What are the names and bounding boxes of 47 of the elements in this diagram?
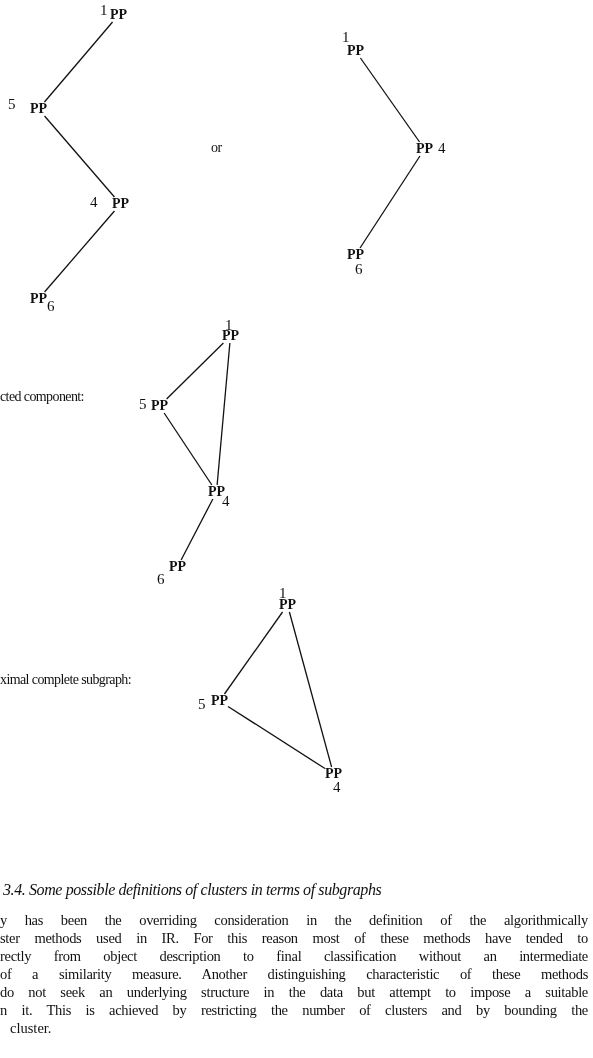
vertex-marker: PP bbox=[416, 142, 434, 156]
figure-caption: 3.4. Some possible definitions of clusters in terms of subgraphs bbox=[3, 880, 382, 901]
graph-edge bbox=[216, 342, 231, 486]
vertex-number: 4 bbox=[333, 780, 341, 795]
vertex-marker: PP bbox=[151, 399, 169, 413]
body-text-line: cluster. bbox=[9, 1019, 52, 1037]
body-text-line: of a similarity measure. Another distinguishing characteristic of these methods bbox=[0, 965, 588, 983]
vertex-marker: PP bbox=[347, 44, 365, 58]
graph-edge bbox=[288, 611, 333, 768]
definition-label: cted component: bbox=[0, 390, 84, 404]
graph-edge bbox=[43, 21, 114, 103]
graph-edge bbox=[43, 115, 116, 198]
graph-edge bbox=[223, 611, 284, 695]
connective-text: or bbox=[211, 141, 222, 155]
vertex-marker: PP bbox=[347, 248, 365, 262]
graph-edge bbox=[180, 498, 214, 561]
vertex-number: 4 bbox=[90, 195, 98, 210]
vertex-marker: PP bbox=[222, 329, 240, 343]
vertex-marker: PP bbox=[110, 8, 128, 22]
vertex-number: 6 bbox=[157, 572, 165, 587]
vertex-number: 6 bbox=[47, 299, 55, 314]
vertex-number: 4 bbox=[438, 141, 446, 156]
vertex-number: 5 bbox=[198, 697, 206, 712]
vertex-marker: PP bbox=[211, 694, 229, 708]
graph-edge bbox=[359, 155, 421, 249]
body-text-line: rectly from object description to final classification without an intermediate bbox=[0, 947, 588, 965]
vertex-marker: PP bbox=[112, 197, 130, 211]
vertex-number: 1 bbox=[100, 3, 108, 18]
graph-edge bbox=[43, 210, 116, 293]
vertex-number: 1 bbox=[342, 30, 350, 45]
vertex-number: 5 bbox=[8, 97, 16, 112]
vertex-marker: PP bbox=[169, 560, 187, 574]
body-text-line: ster methods used in IR. For this reason most of these methods have tended to bbox=[0, 929, 588, 947]
graph-edge bbox=[227, 705, 326, 770]
body-text-line: n it. This is achieved by restricting the number of clusters and by bounding the bbox=[0, 1001, 588, 1019]
vertex-marker: PP bbox=[279, 598, 297, 612]
definition-label: ximal complete subgraph: bbox=[0, 673, 131, 687]
vertex-marker: PP bbox=[325, 767, 343, 781]
vertex-number: 6 bbox=[355, 262, 363, 277]
body-text-line: do not seek an underlying structure in the data but attempt to impose a suitable bbox=[0, 983, 588, 1001]
vertex-marker: PP bbox=[30, 292, 48, 306]
vertex-marker: PP bbox=[30, 102, 48, 116]
graph-edge bbox=[165, 342, 225, 400]
body-text-line: y has been the overriding consideration in the definition of the algorithmically bbox=[0, 911, 588, 929]
vertex-number: 5 bbox=[139, 397, 147, 412]
graph-edge bbox=[359, 57, 421, 143]
graph-edge bbox=[163, 412, 213, 486]
